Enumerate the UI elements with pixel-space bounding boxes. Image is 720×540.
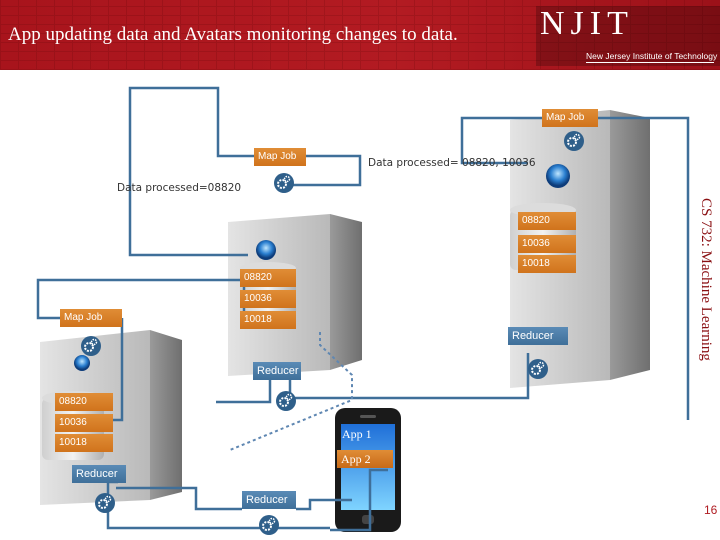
right-gear-icon <box>564 131 584 151</box>
brick-texture <box>0 0 720 70</box>
right-reducer-label: Reducer <box>508 327 568 345</box>
app1-label[interactable]: App 1 <box>342 427 372 441</box>
left-gear-icon <box>81 336 101 356</box>
center-data-caption: Data processed=08820 <box>117 182 242 194</box>
left-reducer-label: Reducer <box>72 465 126 483</box>
bottom-reducer-label: Reducer <box>242 491 296 509</box>
center-reducer-gear-icon <box>276 391 296 411</box>
right-record-1: 08820 <box>518 212 576 230</box>
center-record-2: 10036 <box>240 290 296 308</box>
course-side-title-text: CS 732: Machine Learning <box>698 198 714 361</box>
njit-logo: NJIT <box>540 5 634 42</box>
dotted-link <box>229 332 353 451</box>
course-side-title: CS 732: Machine Learning <box>694 198 714 402</box>
slide-title: App updating data and Avatars monitoring… <box>8 24 458 45</box>
right-data-caption: Data processed= 08820, 10036 <box>368 157 536 169</box>
right-map-job-label: Map Job <box>542 109 598 127</box>
bottom-reducer-gear-icon <box>259 515 279 535</box>
app2-label[interactable]: App 2 <box>337 450 393 468</box>
title-banner <box>0 0 720 70</box>
center-gear-icon <box>274 173 294 193</box>
right-reducer-gear-icon <box>528 359 548 379</box>
right-record-2: 10036 <box>518 235 576 253</box>
left-map-job-label: Map Job <box>60 309 122 327</box>
left-reducer-gear-icon <box>95 493 115 513</box>
logo-backdrop <box>536 6 720 66</box>
right-record-3: 10018 <box>518 255 576 273</box>
page-number: 16 <box>704 503 718 517</box>
center-record-3: 10018 <box>240 311 296 329</box>
left-record-1: 08820 <box>55 393 113 411</box>
center-map-job-label: Map Job <box>254 148 306 166</box>
center-record-1: 08820 <box>240 269 296 287</box>
center-reducer-label: Reducer <box>253 362 301 380</box>
logo-subtitle: New Jersey Institute of Technology <box>586 51 718 61</box>
left-record-2: 10036 <box>55 414 113 432</box>
left-record-3: 10018 <box>55 434 113 452</box>
logo-underline <box>586 62 714 63</box>
